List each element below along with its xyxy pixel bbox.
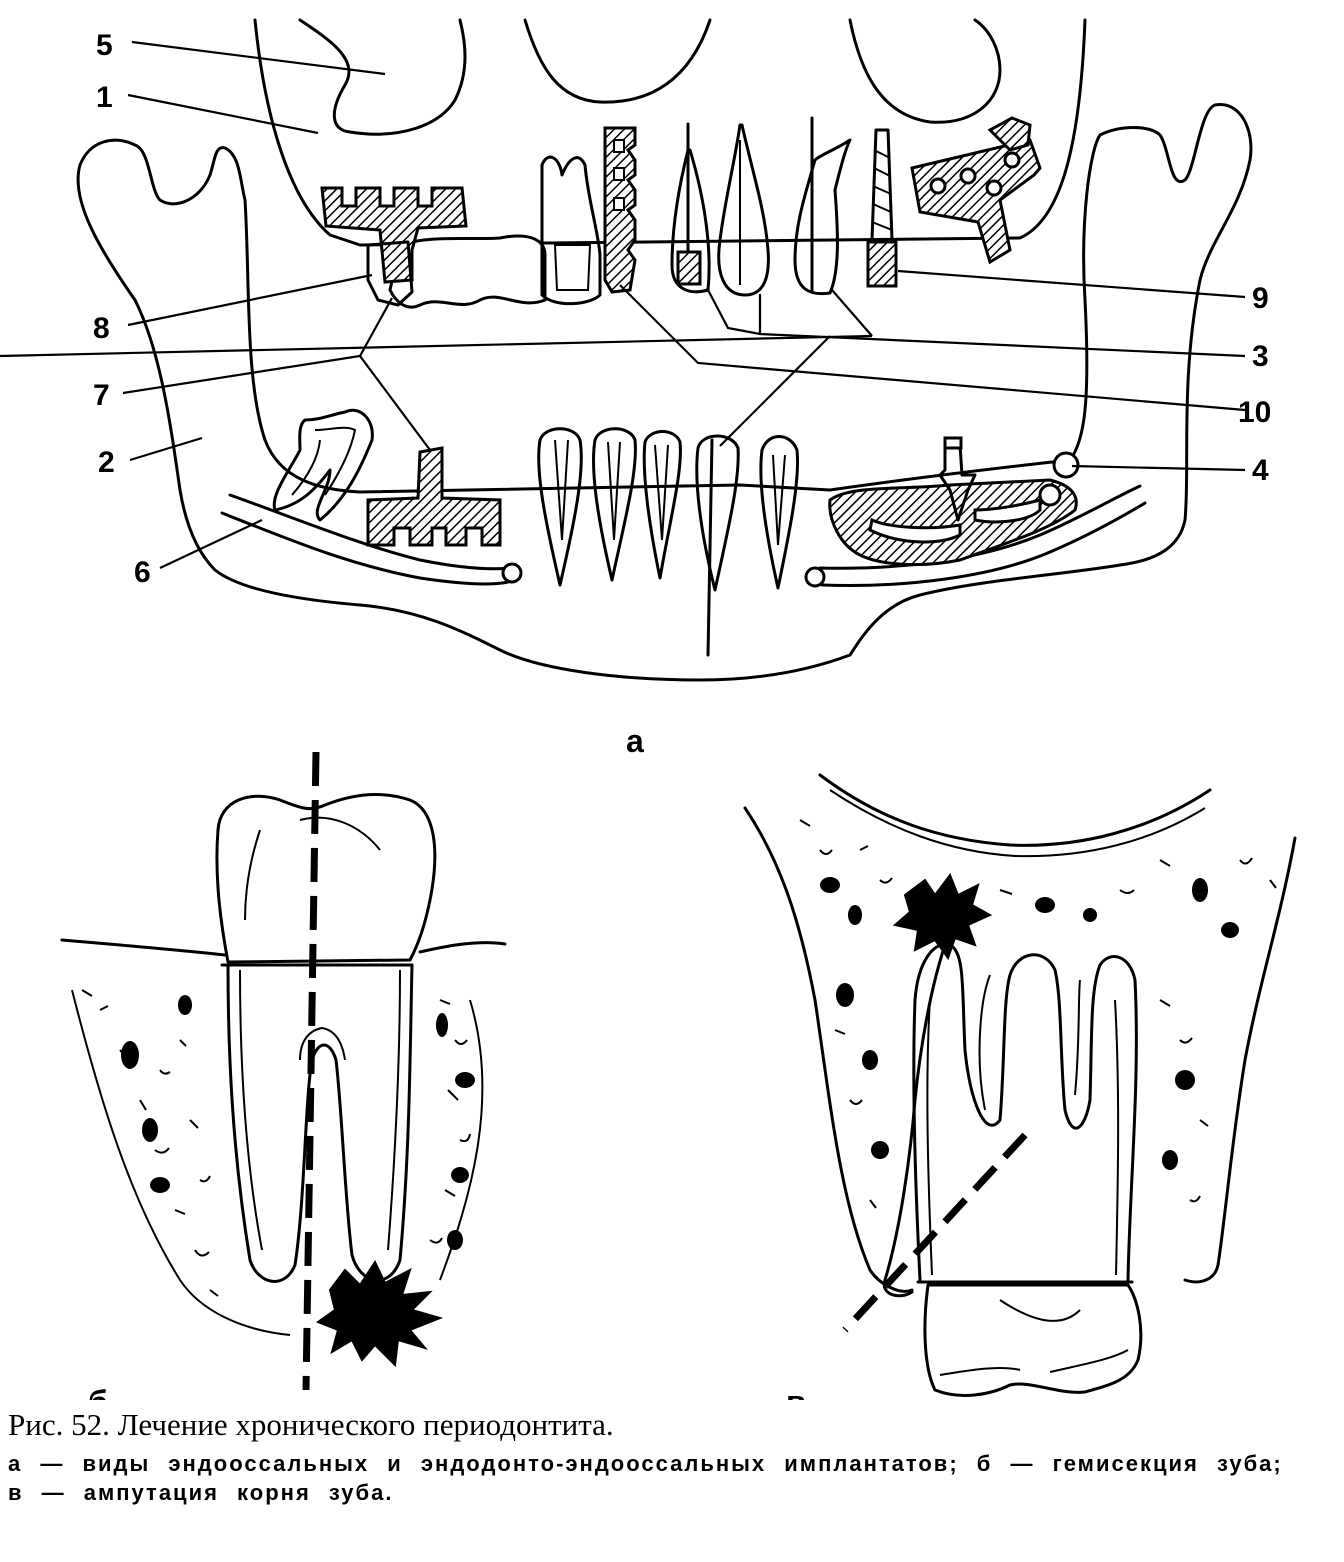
bone-outline-b bbox=[71, 989, 484, 1336]
nerve-canal-left bbox=[228, 493, 512, 571]
molar-crown-b bbox=[215, 793, 437, 964]
lower-incisor-4-pinned bbox=[695, 434, 740, 592]
mandible-outline bbox=[76, 103, 1253, 682]
figure-52-illustration: 5 1 8 7 2 6 9 3 10 4 а bbox=[0, 18, 1297, 1400]
subperiosteal-ball-attachment-1 bbox=[1052, 451, 1080, 479]
nerve-canal-left-inner bbox=[220, 511, 510, 586]
caption-line-2: в — ампутация корня зуба. bbox=[8, 1480, 394, 1505]
screw-implant-head bbox=[866, 240, 898, 288]
panel-v-root-amputation-diagram: в bbox=[743, 773, 1297, 1400]
upper-blade-implant bbox=[320, 186, 468, 284]
molar-crown-v bbox=[923, 1283, 1143, 1397]
lower-molar-tilted bbox=[272, 408, 374, 522]
callout-1: 1 bbox=[96, 81, 113, 114]
nasal-cavity-left bbox=[298, 18, 467, 136]
callout-8: 8 bbox=[93, 312, 110, 345]
panel-b-hemisection-diagram: б bbox=[60, 751, 507, 1400]
upper-plate-implant bbox=[910, 138, 1042, 265]
bone-outline-v bbox=[743, 806, 1297, 1293]
tooth-with-pin-2 bbox=[717, 123, 770, 297]
callout-10: 10 bbox=[1238, 396, 1271, 429]
panel-v-label: в bbox=[786, 1384, 806, 1400]
lower-blade-implant bbox=[366, 446, 502, 547]
subperiosteal-ball-attachment-2 bbox=[1038, 483, 1062, 507]
callout-4: 4 bbox=[1252, 454, 1269, 487]
callout-leader-lines bbox=[0, 40, 1246, 569]
bone-trabeculae-v bbox=[799, 819, 1277, 1209]
lower-incisor-4-pin bbox=[706, 438, 714, 657]
upper-bridge-prosthesis bbox=[388, 234, 547, 309]
upper-incisor-pulp bbox=[553, 244, 592, 291]
panel-b-label: б bbox=[88, 1384, 108, 1400]
lower-incisor-1 bbox=[537, 427, 583, 587]
panel-a-jaws-diagram: 5 1 8 7 2 6 9 3 10 4 а bbox=[0, 18, 1271, 759]
upper-bridge-abutment-tooth bbox=[366, 240, 414, 307]
sinus-floor-v bbox=[818, 773, 1212, 847]
panel-a-label: а bbox=[626, 723, 644, 759]
hemisection-cut-line bbox=[302, 751, 320, 1391]
callout-6: 6 bbox=[134, 556, 151, 589]
lower-canine bbox=[759, 435, 799, 590]
amputation-cut-line bbox=[842, 1132, 1028, 1333]
maxilla-outline bbox=[253, 18, 1087, 247]
callout-3: 3 bbox=[1252, 340, 1269, 373]
upper-incisor-crown bbox=[540, 155, 602, 306]
nerve-canal-right-inner bbox=[820, 501, 1147, 588]
screw-implant-threads bbox=[871, 149, 893, 231]
nasal-cavity-middle bbox=[523, 18, 712, 104]
caption-line-1: а — виды эндооссальных и эндодонто-эндоо… bbox=[8, 1451, 1283, 1476]
callout-labels: 5 1 8 7 2 6 9 3 10 4 bbox=[93, 29, 1271, 589]
nerve-canal-right bbox=[818, 484, 1142, 570]
subperiosteal-implant-post bbox=[938, 443, 977, 522]
callout-9: 9 bbox=[1252, 282, 1269, 315]
lower-incisor-3 bbox=[642, 430, 682, 580]
screw-implant bbox=[870, 128, 894, 242]
tooth-with-pin-1 bbox=[670, 148, 711, 294]
mental-foramen-left bbox=[501, 562, 523, 584]
callout-7: 7 bbox=[93, 379, 110, 412]
callout-2: 2 bbox=[98, 446, 115, 479]
tooth-pin-1-post bbox=[676, 250, 702, 286]
tooth-with-pin-3 bbox=[793, 138, 852, 296]
periapical-lesion-v bbox=[892, 872, 993, 961]
gum-line-b bbox=[60, 938, 507, 957]
nasal-cavity-right bbox=[848, 18, 1002, 124]
lower-incisor-2 bbox=[592, 427, 637, 582]
mental-foramen-right bbox=[804, 566, 826, 588]
caption-title: Рис. 52. Лечение хронического периодонти… bbox=[8, 1407, 614, 1442]
periapical-lesion-b bbox=[315, 1259, 444, 1368]
amputated-root-v bbox=[882, 943, 947, 1298]
subperiosteal-implant-frame bbox=[828, 478, 1078, 567]
molar-roots-b bbox=[226, 963, 414, 1283]
figure-caption: Рис. 52. Лечение хронического периодонти… bbox=[8, 1405, 1338, 1507]
molar-roots-v bbox=[912, 942, 1138, 1282]
callout-5: 5 bbox=[96, 29, 113, 62]
